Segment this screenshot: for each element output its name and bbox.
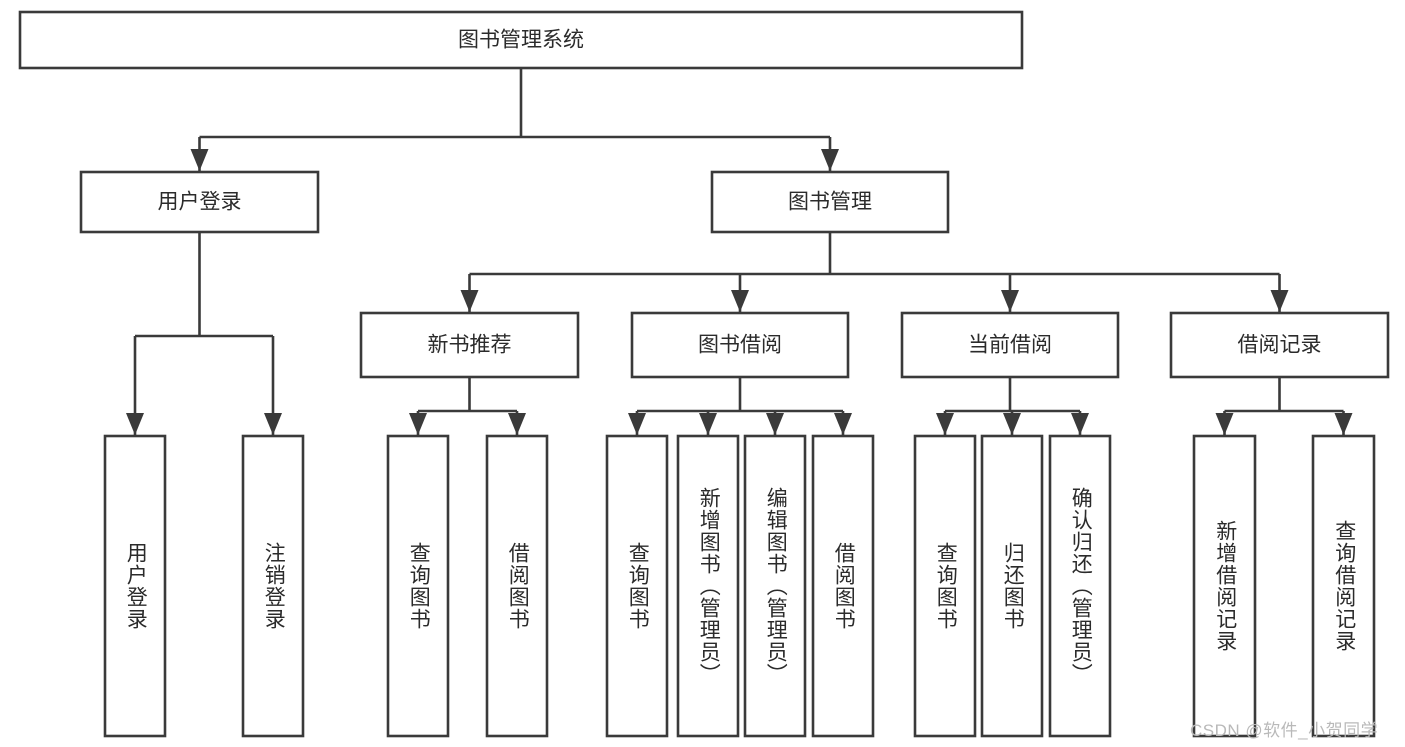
arrow-head-icon-leaf-add-borrow-record: [1215, 413, 1234, 435]
node-book-manage[interactable]: [710, 170, 950, 234]
node-leaf-borrow-book-1[interactable]: [485, 434, 549, 738]
node-leaf-user-logout[interactable]: [241, 434, 305, 738]
node-book-borrow[interactable]: [630, 311, 850, 379]
node-leaf-confirm-return[interactable]: [1048, 434, 1112, 738]
arrow-head-icon-book-manage: [821, 149, 839, 171]
node-leaf-edit-book[interactable]: [743, 434, 807, 738]
node-leaf-borrow-book-2[interactable]: [811, 434, 875, 738]
node-leaf-add-book[interactable]: [676, 434, 740, 738]
node-label-root: 图书管理系统: [458, 29, 584, 52]
node-root[interactable]: [18, 10, 1024, 70]
arrow-head-icon-leaf-edit-book: [766, 413, 784, 435]
watermark-text: CSDN @软件_小贺同学: [1190, 721, 1379, 740]
arrow-head-icon-leaf-borrow-book-1: [508, 413, 526, 435]
node-label-book-borrow: 图书借阅: [698, 334, 782, 357]
arrow-head-icon-leaf-query-borrow-record: [1334, 413, 1353, 435]
arrow-head-icon-leaf-query-book-1: [409, 413, 427, 435]
node-label-new-book-recommend: 新书推荐: [428, 334, 512, 357]
node-box-layer: [18, 10, 1390, 738]
node-leaf-query-book-2[interactable]: [605, 434, 669, 738]
node-leaf-query-book-1[interactable]: [386, 434, 450, 738]
arrow-head-icon-leaf-add-book: [699, 413, 717, 435]
node-label-current-borrow: 当前借阅: [968, 334, 1052, 357]
node-user-login[interactable]: [79, 170, 320, 234]
arrow-head-icon-leaf-query-book-3: [936, 413, 954, 435]
arrow-head-icon-borrow-record: [1270, 290, 1289, 312]
node-leaf-add-borrow-record[interactable]: [1192, 434, 1257, 738]
node-current-borrow[interactable]: [900, 311, 1120, 379]
arrow-head-icon-user-login: [190, 149, 209, 171]
node-label-book-manage: 图书管理: [788, 191, 872, 214]
node-leaf-query-borrow-record[interactable]: [1311, 434, 1376, 738]
connector-layer: [126, 68, 1353, 435]
arrow-head-icon-current-borrow: [1001, 290, 1019, 312]
arrow-head-icon-leaf-borrow-book-2: [834, 413, 852, 435]
arrow-head-icon-leaf-confirm-return: [1071, 413, 1089, 435]
node-leaf-return-book[interactable]: [980, 434, 1044, 738]
node-label-borrow-record: 借阅记录: [1238, 334, 1322, 357]
arrow-head-icon-new-book-recommend: [460, 290, 479, 312]
node-leaf-query-book-3[interactable]: [913, 434, 977, 738]
arrow-head-icon-leaf-query-book-2: [628, 413, 646, 435]
arrow-head-icon-book-borrow: [731, 290, 749, 312]
arrow-head-icon-leaf-user-logout: [264, 413, 282, 435]
arrow-head-icon-leaf-return-book: [1003, 413, 1021, 435]
node-label-user-login: 用户登录: [158, 191, 242, 214]
node-new-book-recommend[interactable]: [359, 311, 580, 379]
arrow-head-icon-leaf-user-login: [126, 413, 144, 435]
node-leaf-user-login[interactable]: [103, 434, 167, 738]
node-borrow-record[interactable]: [1169, 311, 1390, 379]
